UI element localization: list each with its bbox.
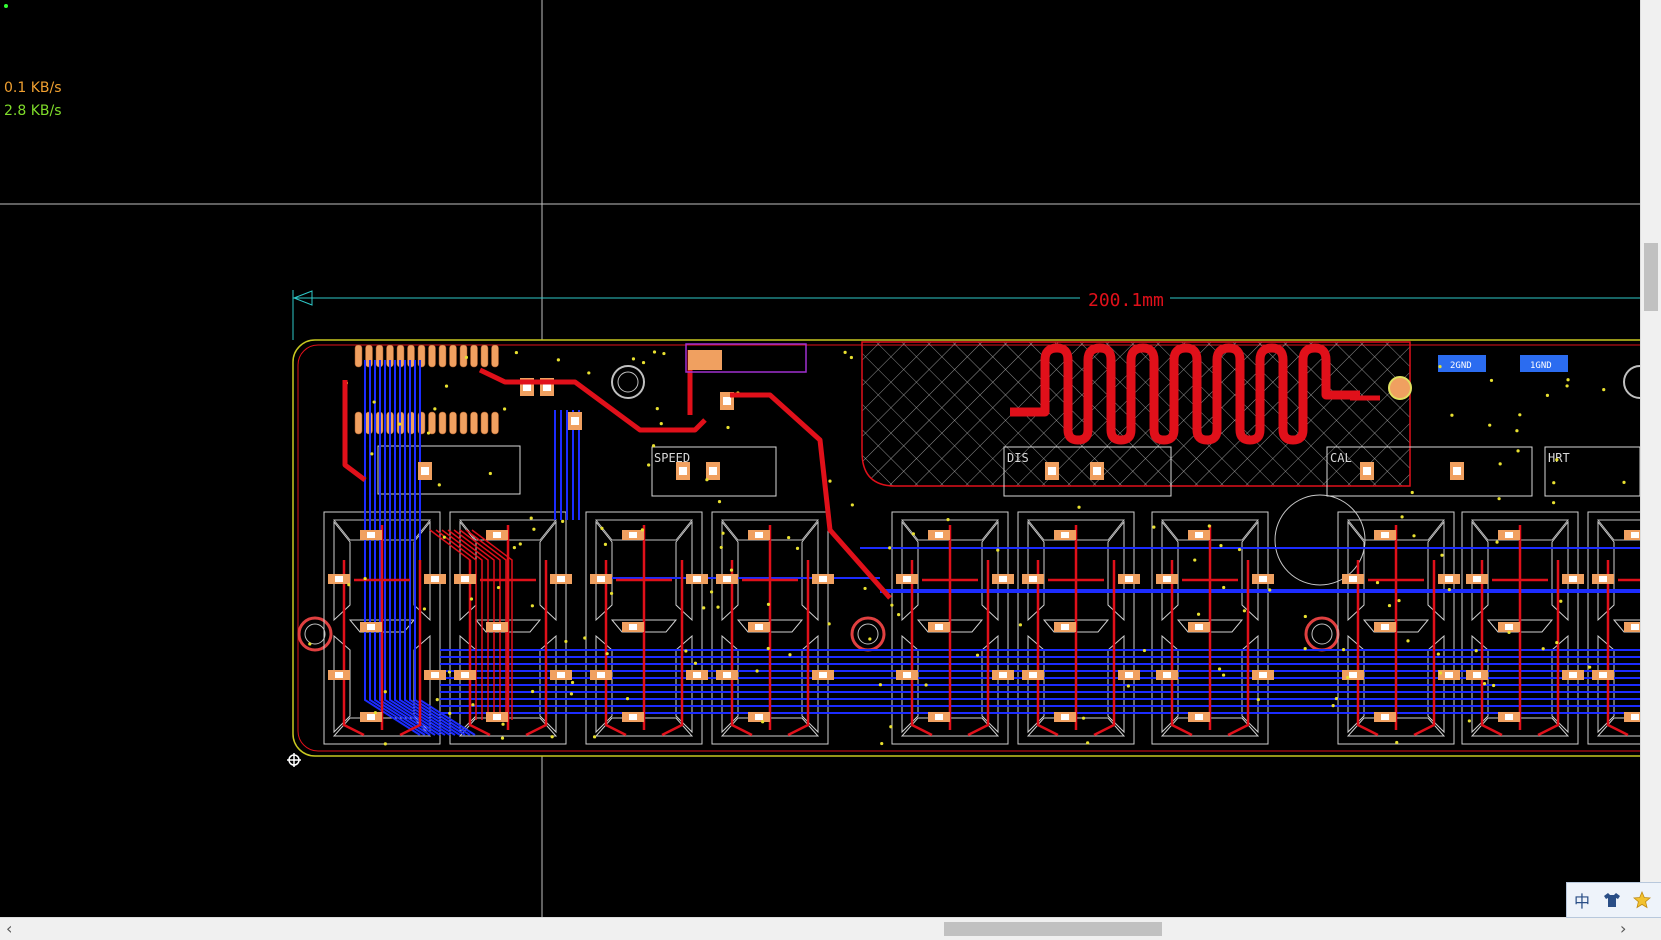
vertical-scrollbar[interactable] <box>1640 0 1661 917</box>
dimension-line: 200.1mm <box>293 290 1640 340</box>
label-dis: DIS <box>1007 451 1029 465</box>
shirt-icon[interactable] <box>1597 885 1627 915</box>
svg-text:2GND: 2GND <box>1450 361 1472 371</box>
label-cal: CAL <box>1330 451 1352 465</box>
pcb-layout[interactable]: 200.1mm <box>0 0 1640 917</box>
svg-text:1GND: 1GND <box>1530 361 1552 371</box>
dimension-label: 200.1mm <box>1088 290 1164 311</box>
led-pad <box>1389 377 1411 399</box>
ime-language-toggle[interactable]: 中 <box>1567 885 1597 915</box>
cursor-marker <box>287 753 301 767</box>
star-icon[interactable] <box>1627 885 1657 915</box>
horizontal-scrollbar[interactable]: ‹ › <box>0 917 1661 940</box>
scroll-right-icon[interactable]: › <box>1620 919 1626 939</box>
scroll-left-icon[interactable]: ‹ <box>6 919 12 939</box>
label-hrt: HRT <box>1548 451 1570 465</box>
horizontal-scroll-thumb[interactable] <box>944 922 1162 936</box>
regulator-pad <box>688 350 722 370</box>
pcb-canvas[interactable]: 0.1 KB/s 2.8 KB/s 200.1mm <box>0 0 1640 917</box>
vertical-scroll-thumb[interactable] <box>1644 243 1658 311</box>
ime-toolbar: 中 <box>1566 882 1661 918</box>
